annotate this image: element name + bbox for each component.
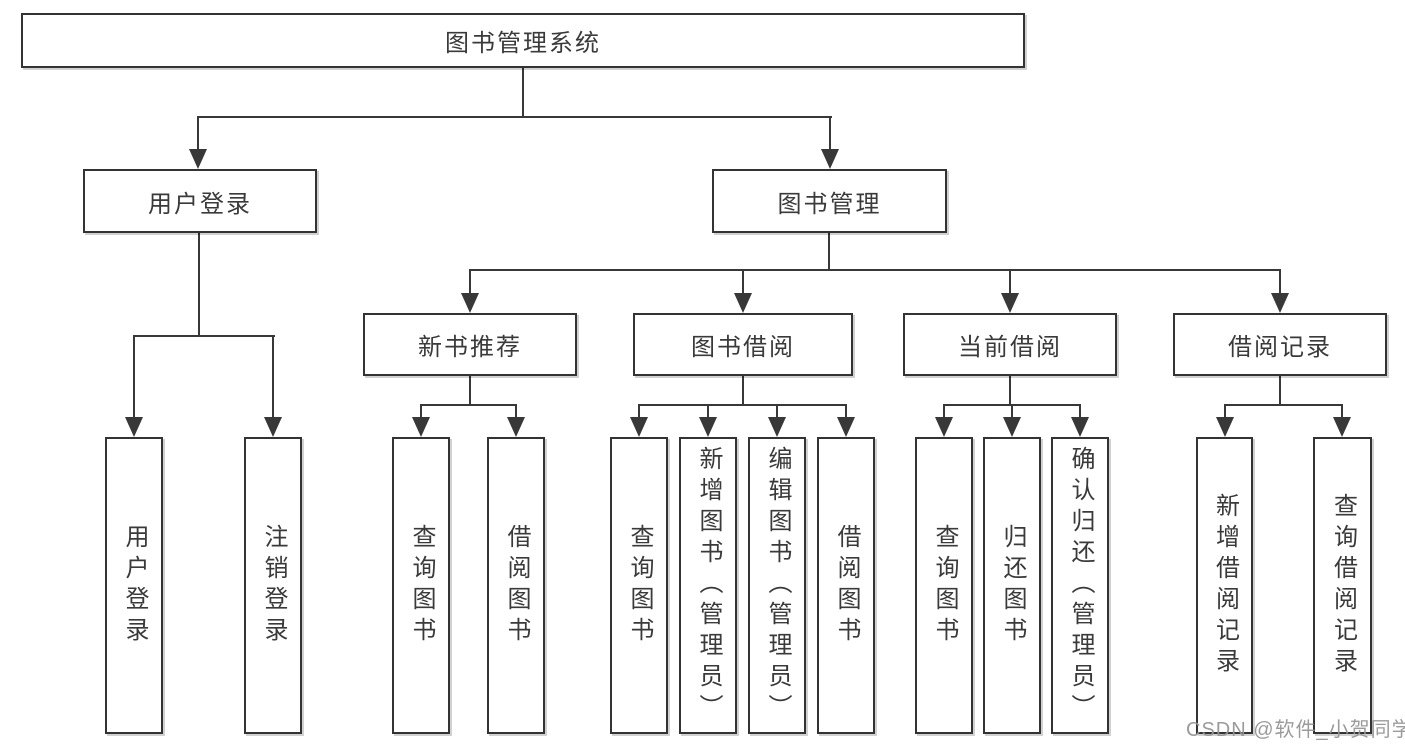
connector-line xyxy=(420,404,517,406)
node-label: 图书管理系统 xyxy=(445,30,601,57)
connector-line xyxy=(469,269,1281,271)
node-borrow-records: 借阅记录 xyxy=(1173,313,1387,376)
leaf-return-books: 归还图书 xyxy=(983,437,1041,734)
leaf-confirm-return-admin: 确认归还（管理员） xyxy=(1051,437,1109,734)
arrow-down-icon xyxy=(412,417,430,437)
leaf-current-query-books: 查询图书 xyxy=(915,437,973,734)
arrow-down-icon xyxy=(461,293,479,313)
arrow-down-icon xyxy=(189,149,207,169)
connector-line xyxy=(515,404,517,418)
connector-line xyxy=(1224,404,1343,406)
connector-line xyxy=(943,404,945,418)
connector-line xyxy=(742,376,744,406)
connector-line xyxy=(469,376,471,406)
node-label: 用户登录 xyxy=(121,523,148,648)
arrow-down-icon xyxy=(630,417,648,437)
arrow-down-icon xyxy=(1071,417,1089,437)
arrow-down-icon xyxy=(935,417,953,437)
connector-line xyxy=(1341,404,1343,418)
connector-line xyxy=(1279,376,1281,406)
node-label: 确认归还（管理员） xyxy=(1067,446,1094,725)
leaf-add-books-admin: 新增图书（管理员） xyxy=(679,437,737,734)
connector-line xyxy=(845,404,847,418)
connector-line xyxy=(829,116,831,150)
leaf-edit-books-admin: 编辑图书（管理员） xyxy=(748,437,806,734)
arrow-down-icon xyxy=(734,293,752,313)
connector-line xyxy=(1079,404,1081,418)
arrow-down-icon xyxy=(1003,417,1021,437)
connector-line xyxy=(828,233,830,271)
connector-line xyxy=(776,404,778,418)
node-label: 当前借阅 xyxy=(958,334,1062,361)
arrow-down-icon xyxy=(699,417,717,437)
leaf-borrow-books: 借阅图书 xyxy=(817,437,875,734)
connector-line xyxy=(198,233,200,337)
node-label: 注销登录 xyxy=(260,523,287,648)
connector-line xyxy=(742,269,744,295)
connector-line xyxy=(420,404,422,418)
node-label: 借阅图书 xyxy=(503,523,530,648)
node-label: 图书借阅 xyxy=(691,334,795,361)
arrow-down-icon xyxy=(507,417,525,437)
node-label: 归还图书 xyxy=(999,523,1026,648)
leaf-user-login: 用户登录 xyxy=(105,437,163,734)
node-label: 新书推荐 xyxy=(418,334,522,361)
node-book-borrow: 图书借阅 xyxy=(633,313,853,376)
connector-line xyxy=(707,404,709,418)
node-label: 图书管理 xyxy=(777,190,882,218)
connector-line xyxy=(638,404,847,406)
node-new-book-recommend: 新书推荐 xyxy=(363,313,577,376)
node-root: 图书管理系统 xyxy=(21,13,1025,68)
node-label: 编辑图书（管理员） xyxy=(764,446,791,725)
leaf-borrow-query-books: 查询图书 xyxy=(610,437,668,734)
node-current-borrow: 当前借阅 xyxy=(903,313,1117,376)
connector-line xyxy=(272,335,274,417)
node-label: 查询借阅记录 xyxy=(1329,492,1357,679)
arrow-down-icon xyxy=(821,149,839,169)
connector-line xyxy=(522,68,524,118)
connector-line xyxy=(469,269,471,295)
arrow-down-icon xyxy=(1001,293,1019,313)
leaf-query-borrow-record: 查询借阅记录 xyxy=(1313,437,1372,734)
arrow-down-icon xyxy=(125,417,143,437)
connector-line xyxy=(1009,376,1011,406)
connector-line xyxy=(1224,404,1226,418)
arrow-down-icon xyxy=(837,417,855,437)
leaf-recommend-query-books: 查询图书 xyxy=(392,437,450,734)
node-user-login: 用户登录 xyxy=(83,169,317,233)
connector-line xyxy=(133,335,275,337)
connector-line xyxy=(197,116,199,150)
node-label: 新增借阅记录 xyxy=(1211,492,1239,679)
arrow-down-icon xyxy=(1271,293,1289,313)
node-label: 借阅记录 xyxy=(1228,334,1332,361)
arrow-down-icon xyxy=(1216,417,1234,437)
csdn-watermark: CSDN @软件_小贺同学 xyxy=(1186,719,1405,741)
connector-line xyxy=(1279,269,1281,295)
node-book-management: 图书管理 xyxy=(712,169,947,233)
node-label: 用户登录 xyxy=(148,190,252,218)
arrow-down-icon xyxy=(1333,417,1351,437)
connector-line xyxy=(133,335,135,417)
leaf-recommend-borrow-books: 借阅图书 xyxy=(487,437,545,734)
node-label: 查询图书 xyxy=(931,523,958,648)
node-label: 查询图书 xyxy=(626,523,653,648)
node-label: 借阅图书 xyxy=(833,523,860,648)
node-label: 新增图书（管理员） xyxy=(695,446,722,725)
leaf-logout: 注销登录 xyxy=(244,437,302,734)
connector-line xyxy=(638,404,640,418)
connector-line xyxy=(1009,269,1011,295)
arrow-down-icon xyxy=(768,417,786,437)
node-label: 查询图书 xyxy=(408,523,435,648)
connector-line xyxy=(1011,404,1013,418)
connector-line xyxy=(197,116,832,118)
leaf-add-borrow-record: 新增借阅记录 xyxy=(1196,437,1253,734)
arrow-down-icon xyxy=(264,417,282,437)
